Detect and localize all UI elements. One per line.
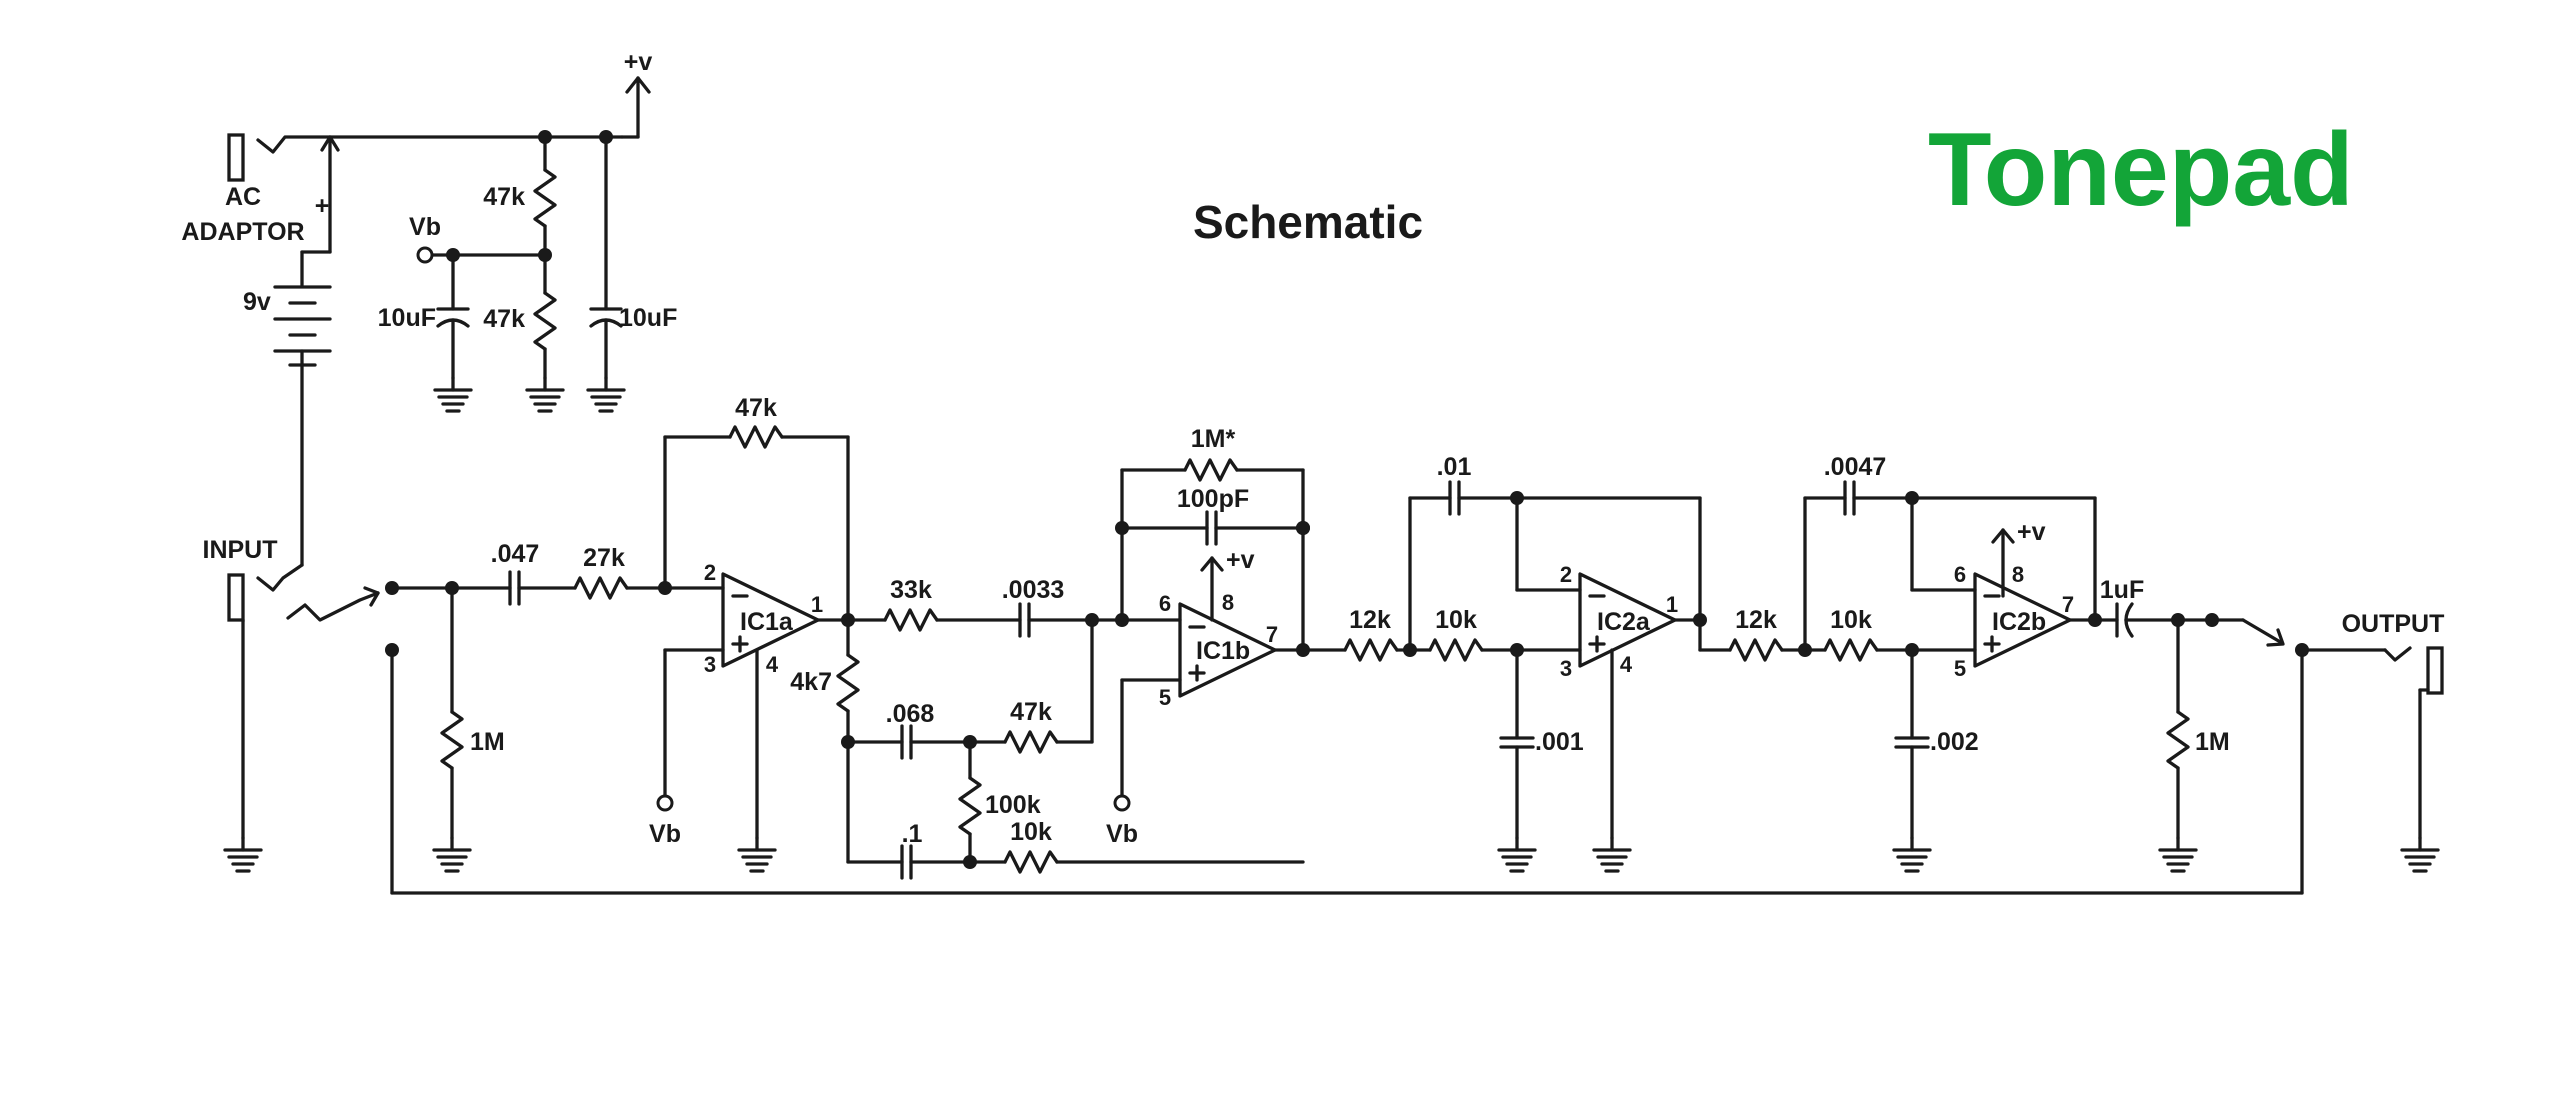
filter2-section: 12k 10k .0047 .002 IC2b 6 5 7 8 xyxy=(1698,453,2102,873)
dc-jack xyxy=(227,133,624,254)
vb-capacitor-label: 10uF xyxy=(378,304,436,332)
ic1a-pin-out: 1 xyxy=(811,592,823,617)
ic1a-pin-noninv: 3 xyxy=(704,652,716,677)
output-pulldown-label: 1M xyxy=(2195,728,2230,756)
ic2b-pin-inv: 6 xyxy=(1954,562,1966,587)
ic1b-label: IC1b xyxy=(1196,637,1250,665)
stage1-vb-label: Vb xyxy=(649,820,681,848)
filter1-r1-label: 12k xyxy=(1349,606,1391,634)
ic2b-pin-out: 7 xyxy=(2062,592,2074,617)
input-label: INPUT xyxy=(203,536,278,564)
ic2a-pin-inv: 2 xyxy=(1560,562,1572,587)
c1-label: .1 xyxy=(902,820,923,848)
ic1b-pin-vcc: 8 xyxy=(1222,590,1234,615)
r10k-stage2-label: 10k xyxy=(1010,818,1052,846)
divider-resistor-bottom-label: 47k xyxy=(483,305,525,333)
filter1-section: 12k 10k .01 .001 IC2a 2 3 1 4 xyxy=(1301,453,1707,873)
ic2b-label: IC2b xyxy=(1992,608,2046,636)
ic2a-label: IC2a xyxy=(1597,608,1651,636)
stage2-opamp-section: 33k .0033 4k7 .068 47k 100k .1 xyxy=(790,425,1310,880)
c068-label: .068 xyxy=(886,700,935,728)
filter2-r2-label: 10k xyxy=(1830,606,1872,634)
brand-logo: Tonepad xyxy=(1928,112,2354,228)
r100k-label: 100k xyxy=(985,791,1041,819)
ic1b-pin-out: 7 xyxy=(1266,622,1278,647)
r4k7-label: 4k7 xyxy=(790,668,832,696)
filter1-cap-label: .01 xyxy=(1437,453,1472,481)
filter2-r1-label: 12k xyxy=(1735,606,1777,634)
ic1b-supply-label: +v xyxy=(1226,546,1255,574)
ic2a-pin-out: 1 xyxy=(1666,592,1678,617)
battery-symbol xyxy=(273,250,332,567)
ic1b-pin-inv: 6 xyxy=(1159,591,1171,616)
input-capacitor-label: .047 xyxy=(491,540,540,568)
filter2-cap-label: .0047 xyxy=(1824,453,1887,481)
ic1a-pin-inv: 2 xyxy=(704,560,716,585)
stage1-feedback-resistor-label: 47k xyxy=(735,394,777,422)
divider-resistor-top-label: 47k xyxy=(483,183,525,211)
ic2b-pin-vcc: 8 xyxy=(2012,562,2024,587)
ic2b-supply-label: +v xyxy=(2017,518,2046,546)
ic1a-label: IC1a xyxy=(740,608,794,636)
input-resistor-label: 27k xyxy=(583,544,625,572)
ac-adaptor-label-line1: AC xyxy=(225,183,261,211)
filter-capacitor-label: 10uF xyxy=(619,304,677,332)
filter1-cap-gnd-label: .001 xyxy=(1535,728,1584,756)
input-pulldown-label: 1M xyxy=(470,728,505,756)
output-capacitor-label: 1uF xyxy=(2100,576,2144,604)
power-supply-section: AC ADAPTOR + 9v +v 47k 47k xyxy=(181,48,677,567)
filter1-r2-label: 10k xyxy=(1435,606,1477,634)
filter2-cap-gnd-label: .002 xyxy=(1930,728,1979,756)
vb-label: Vb xyxy=(409,213,441,241)
ic1b-pin-noninv: 5 xyxy=(1159,685,1171,710)
page-title: Schematic xyxy=(1193,196,1423,248)
ac-adaptor-label-line2: ADAPTOR xyxy=(181,218,304,246)
battery-label: 9v xyxy=(243,288,271,316)
ic2a-pin-noninv: 3 xyxy=(1560,656,1572,681)
ic1a-pin-gnd: 4 xyxy=(766,652,779,677)
supply-label: +v xyxy=(624,48,653,76)
output-section: 1uF 1M OUTPUT xyxy=(2093,576,2445,873)
r47k-label: 47k xyxy=(1010,698,1052,726)
r33k-label: 33k xyxy=(890,576,932,604)
c0033-label: .0033 xyxy=(1002,576,1065,604)
stage2-vb-label: Vb xyxy=(1106,820,1138,848)
ic2a-pin-gnd: 4 xyxy=(1620,652,1633,677)
output-label: OUTPUT xyxy=(2342,610,2445,638)
c100pf-label: 100pF xyxy=(1177,485,1249,513)
plus-label: + xyxy=(315,192,330,220)
r1m-feedback-label: 1M* xyxy=(1191,425,1236,453)
input-section: INPUT 1M xyxy=(203,536,2304,895)
stage1-opamp-section: .047 27k 47k IC1a 2 3 1 4 Vb xyxy=(450,394,850,873)
ic2b-pin-noninv: 5 xyxy=(1954,656,1966,681)
